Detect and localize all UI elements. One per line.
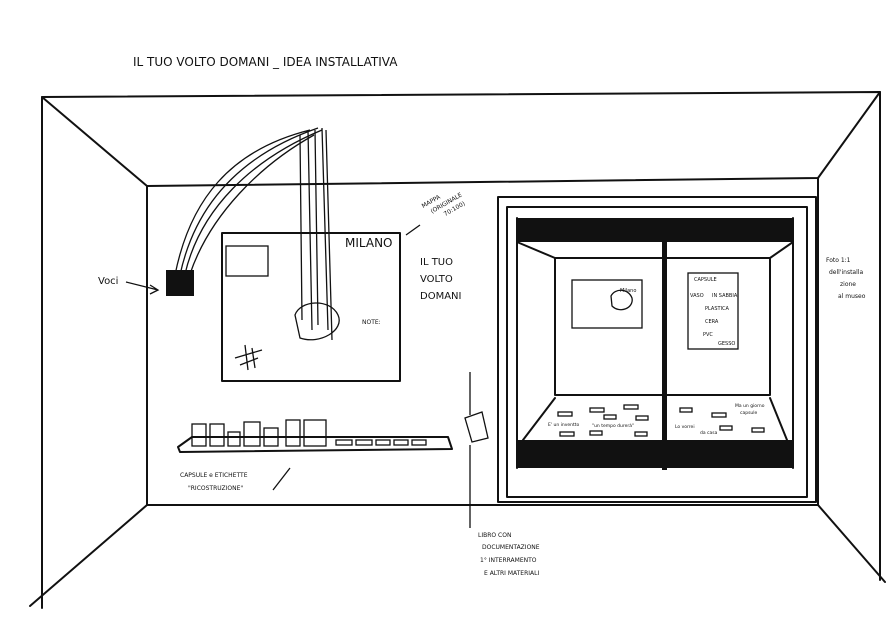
map-city-label: MILANO xyxy=(345,236,392,250)
capsule-shelf xyxy=(177,419,453,453)
svg-text:IN SABBIA: IN SABBIA xyxy=(712,293,738,299)
installation-title: IL TUO VOLTO DOMANI xyxy=(420,257,461,302)
book-annotation: LIBRO CON DOCUMENTAZIONE 1° INTERRAMENTO… xyxy=(478,532,540,577)
sketch-title: IL TUO VOLTO DOMANI _ IDEA INSTALLATIVA xyxy=(133,55,398,69)
voci-label: Voci xyxy=(98,276,118,287)
svg-text:da casa: da casa xyxy=(700,430,718,436)
museum-photo xyxy=(497,196,817,503)
mappa-annotation: MAPPA (ORIGINALE 70:100) xyxy=(421,191,467,218)
map-panel xyxy=(221,232,401,382)
photo-floor-cards xyxy=(557,404,765,437)
svg-text:DOCUMENTAZIONE: DOCUMENTAZIONE xyxy=(482,544,540,551)
svg-text:"un tempo durerà": "un tempo durerà" xyxy=(592,422,634,429)
speaker-box xyxy=(166,270,194,296)
svg-text:LIBRO CON: LIBRO CON xyxy=(478,532,511,539)
svg-text:CAPSULE: CAPSULE xyxy=(694,277,717,283)
photo-capsule-panel: CAPSULE VASO IN SABBIA PLASTICA CERA PVC… xyxy=(690,277,738,347)
photo-floor-labels: E' un inventto "un tempo durerà" Lo vorr… xyxy=(548,403,765,436)
svg-text:GESSO: GESSO xyxy=(718,341,735,347)
svg-text:DOMANI: DOMANI xyxy=(420,291,461,302)
svg-text:Foto 1:1: Foto 1:1 xyxy=(826,257,851,264)
capsule-label-line1: CAPSULE e ETICHETTE xyxy=(180,472,248,479)
map-notes-label: NOTE: xyxy=(362,319,381,326)
foto-annotation: Foto 1:1 dell'installa zione al museo xyxy=(826,257,866,300)
svg-text:CERA: CERA xyxy=(705,319,719,325)
capsule-label-line2: "RICOSTRUZIONE" xyxy=(188,485,243,492)
svg-text:VASO: VASO xyxy=(690,293,704,299)
book-hanging xyxy=(464,372,489,528)
svg-text:Lo vorrei: Lo vorrei xyxy=(675,424,695,430)
arrow-icon xyxy=(125,281,160,295)
svg-text:PLASTICA: PLASTICA xyxy=(705,306,730,312)
svg-text:PVC: PVC xyxy=(703,332,713,338)
svg-text:E ALTRI MATERIALI: E ALTRI MATERIALI xyxy=(484,570,539,577)
svg-text:IL TUO: IL TUO xyxy=(420,257,453,268)
svg-text:al museo: al museo xyxy=(838,293,866,300)
svg-text:Ma un giorno: Ma un giorno xyxy=(735,403,765,409)
photo-map-city: Milano xyxy=(620,288,636,294)
arrow-icon xyxy=(272,467,291,491)
svg-text:capsule: capsule xyxy=(740,410,758,416)
svg-text:1° INTERRAMENTO: 1° INTERRAMENTO xyxy=(480,557,537,564)
svg-text:dell'installa: dell'installa xyxy=(829,269,863,276)
voices-cables xyxy=(174,127,333,341)
room-outline xyxy=(29,91,886,609)
svg-text:zione: zione xyxy=(840,281,856,288)
arrow-icon xyxy=(405,224,421,236)
svg-text:VOLTO: VOLTO xyxy=(420,274,453,285)
svg-text:E' un inventto: E' un inventto xyxy=(548,422,580,428)
